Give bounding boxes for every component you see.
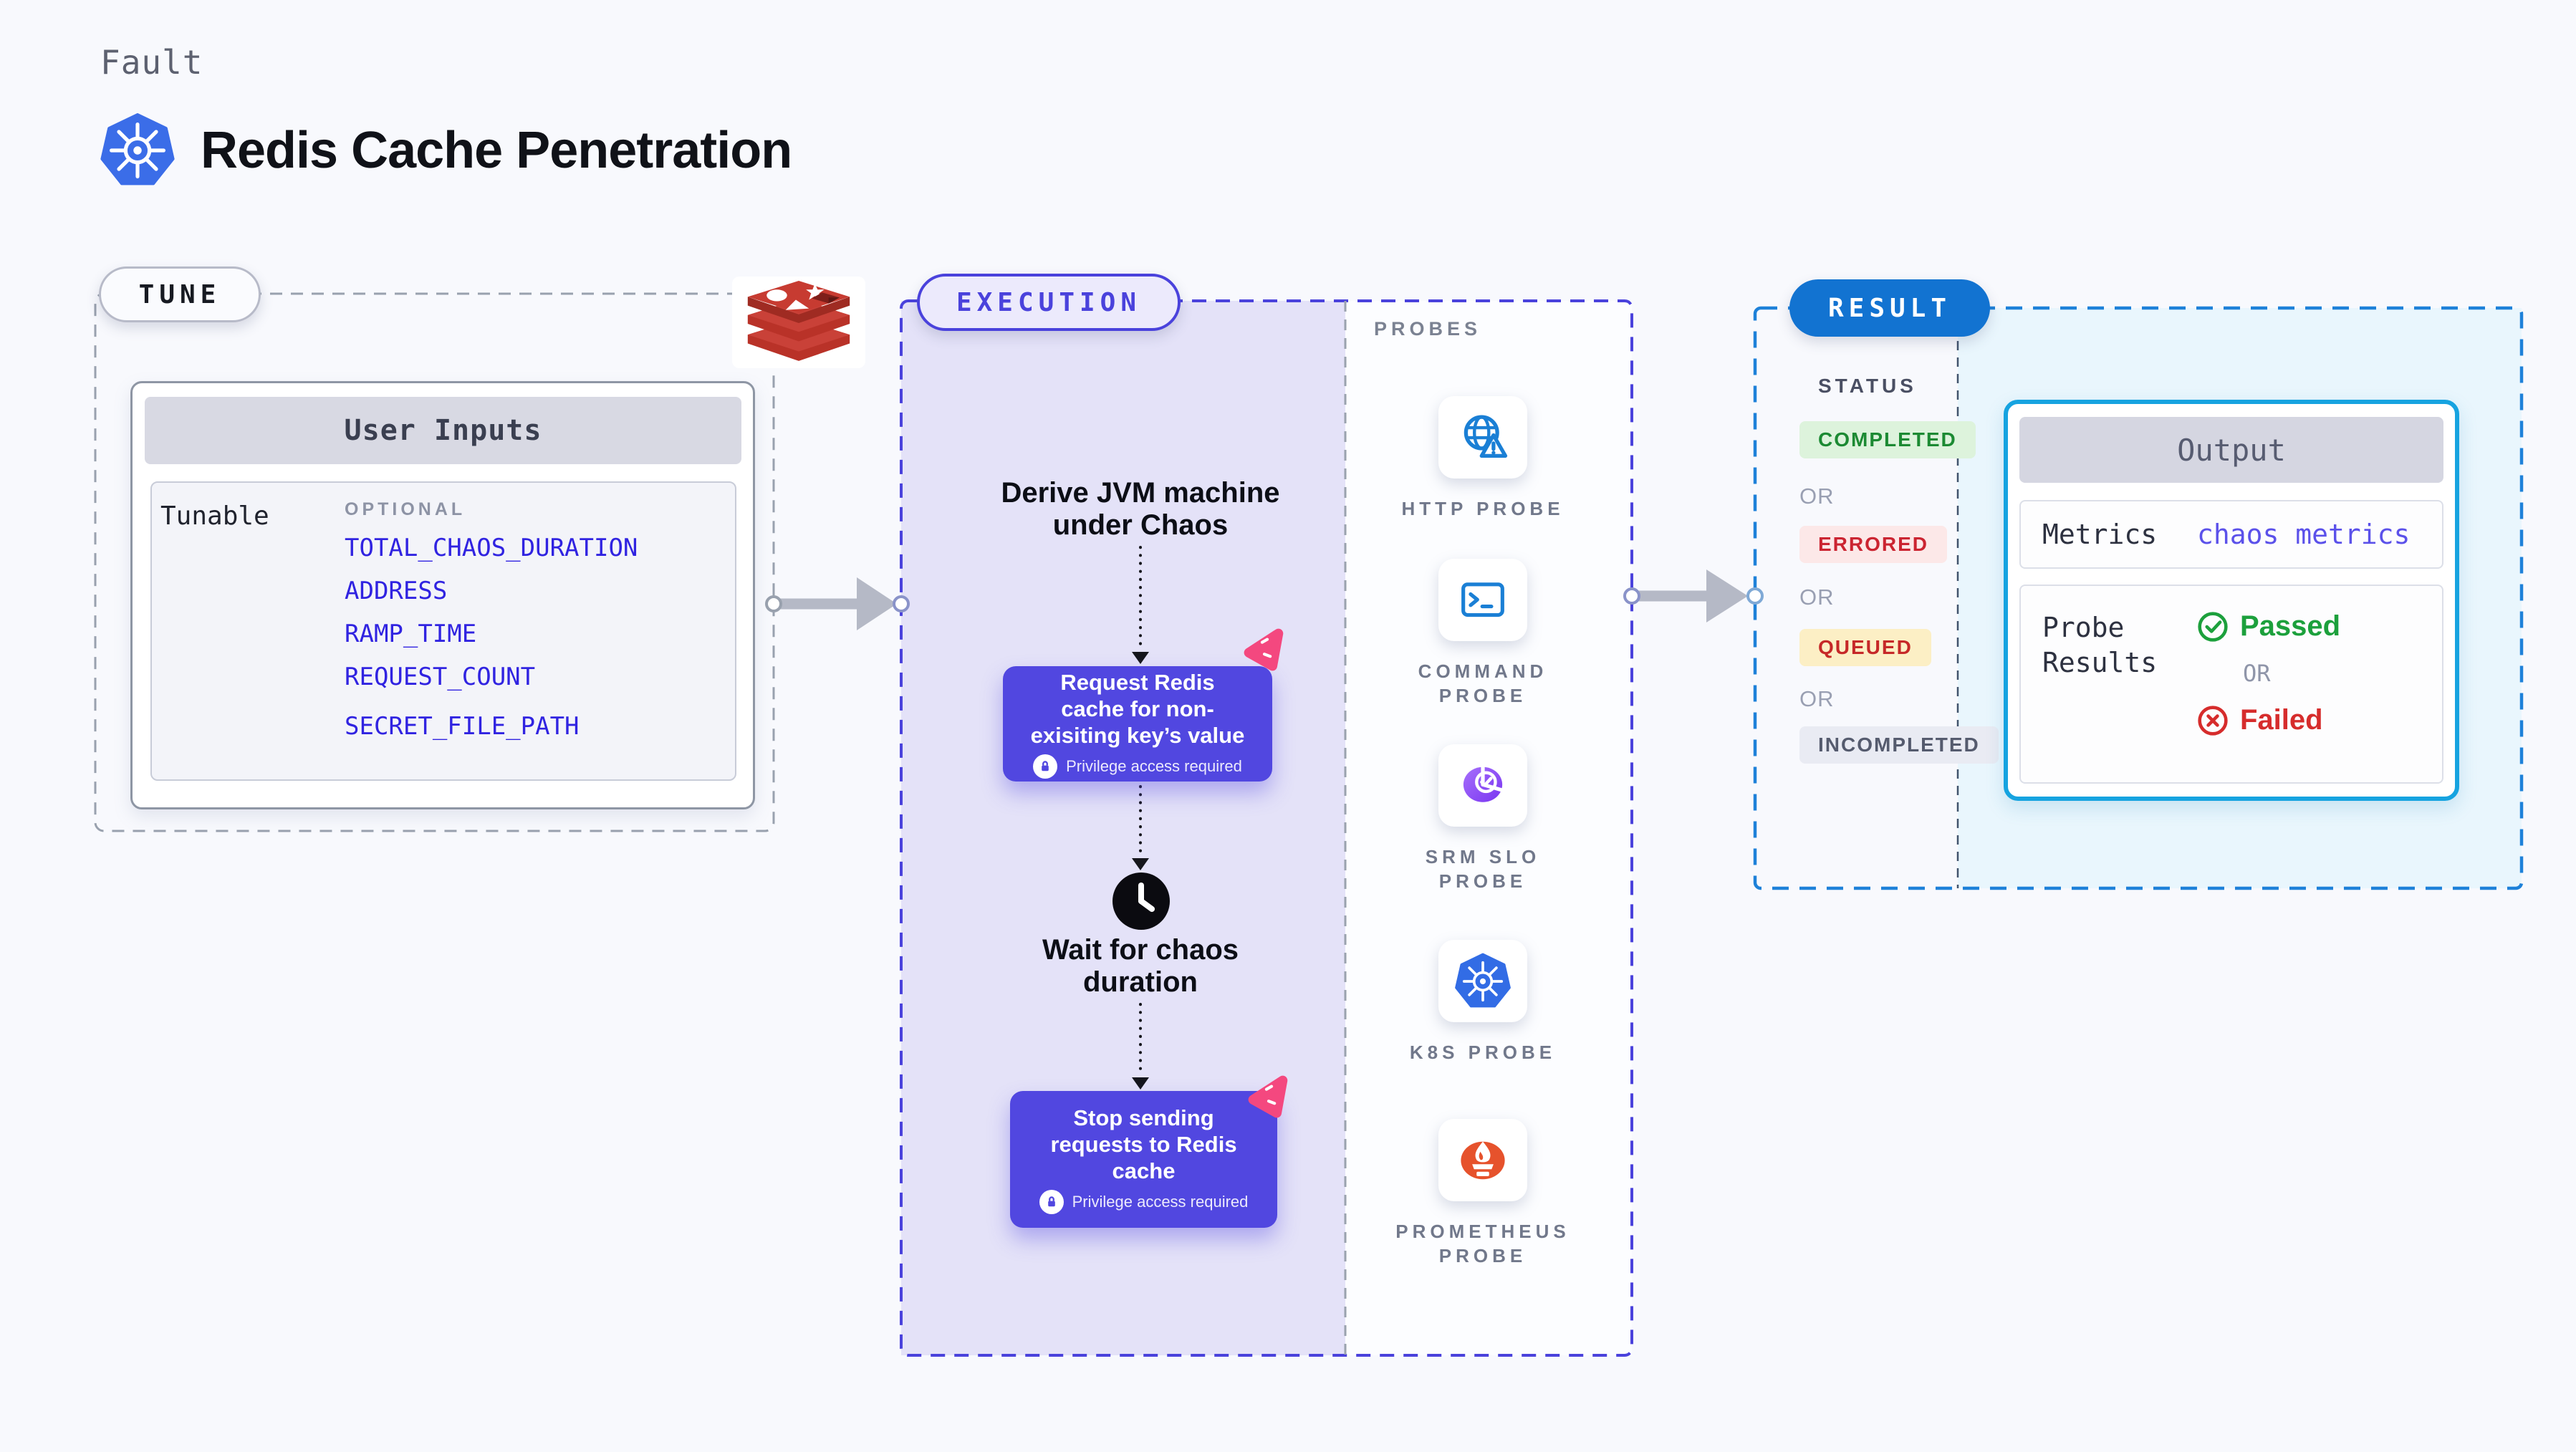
lock-icon	[1033, 754, 1058, 779]
privilege-row: Privilege access required	[1033, 754, 1242, 779]
probe-name: PROMETHEUS PROBE	[1395, 1221, 1570, 1266]
status-badge-errored: ERRORED	[1799, 526, 1948, 563]
chaos-icon	[1241, 626, 1289, 673]
arrow-tune-to-execution	[765, 577, 910, 630]
tune-dashed-border	[94, 292, 775, 832]
or-separator: OR	[2243, 660, 2271, 687]
probe-name: SRM SLO PROBE	[1425, 846, 1541, 892]
env-var-link[interactable]: SECRET_FILE_PATH	[345, 712, 580, 741]
status-badge-incompleted: INCOMPLETED	[1799, 726, 1999, 764]
env-var-list: TOTAL_CHAOS_DURATION ADDRESS RAMP_TIME R…	[345, 536, 638, 757]
redis-icon	[747, 281, 850, 361]
metrics-label: Metrics	[2042, 519, 2158, 550]
failed-label: Failed	[2240, 704, 2323, 736]
step-request-redis-cache: Request Redis cache for non- exisiting k…	[1003, 666, 1272, 782]
tunable-label: Tunable	[160, 501, 269, 531]
or-separator: OR	[1799, 585, 1835, 610]
derive-step-label: Derive JVM machine under Chaos	[1001, 477, 1280, 542]
env-var-link[interactable]: REQUEST_COUNT	[345, 663, 536, 691]
probe-item-srm-slo: SRM SLO PROBE	[1375, 744, 1590, 894]
probe-item-k8s: K8S PROBE	[1375, 940, 1590, 1065]
tunable-panel	[150, 481, 736, 781]
step-stop-requests: Stop sending requests to Redis cache Pri…	[1010, 1091, 1277, 1228]
srm-slo-probe-icon	[1438, 744, 1527, 827]
k8s-probe-icon	[1438, 940, 1527, 1022]
step-title: Stop sending requests to Redis cache	[1050, 1105, 1237, 1184]
probe-results-row: Probe Results Passed OR Failed	[2019, 585, 2443, 784]
privilege-label: Privilege access required	[1072, 1193, 1249, 1211]
clock-icon	[1111, 871, 1171, 931]
x-circle-icon	[2198, 705, 2228, 736]
command-probe-icon	[1438, 559, 1527, 641]
failed-row: Failed	[2197, 704, 2340, 736]
status-label: STATUS	[1818, 375, 1917, 397]
chaos-icon	[1245, 1073, 1294, 1120]
probe-item-command: COMMAND PROBE	[1375, 559, 1590, 708]
metrics-row: Metrics chaos metrics	[2019, 500, 2443, 569]
probe-item-http: HTTP PROBE	[1375, 396, 1590, 521]
env-var-link[interactable]: RAMP_TIME	[345, 620, 477, 648]
tune-badge: TUNE	[99, 266, 261, 322]
step-title: Request Redis cache for non- exisiting k…	[1030, 669, 1245, 749]
page-title: Redis Cache Penetration	[201, 122, 792, 179]
probe-name: K8S PROBE	[1409, 1042, 1557, 1063]
check-circle-icon	[2198, 611, 2228, 642]
prometheus-probe-icon	[1438, 1119, 1527, 1201]
probe-name: HTTP PROBE	[1401, 498, 1565, 519]
execution-badge: EXECUTION	[917, 274, 1181, 331]
privilege-row: Privilege access required	[1039, 1190, 1249, 1215]
status-badge-completed: COMPLETED	[1799, 421, 1976, 458]
flow-arrowheads	[1132, 652, 1149, 1090]
passed-row: Passed	[2197, 610, 2340, 643]
or-separator: OR	[1799, 484, 1835, 509]
http-probe-icon	[1438, 396, 1527, 479]
wait-step-label: Wait for chaos duration	[1042, 934, 1239, 999]
probe-results-label: Probe Results	[2042, 612, 2158, 679]
env-var-link[interactable]: TOTAL_CHAOS_DURATION	[345, 534, 638, 562]
or-separator: OR	[1799, 686, 1835, 711]
result-badge: RESULT	[1789, 279, 1990, 337]
privilege-label: Privilege access required	[1066, 757, 1242, 776]
user-inputs-header: User Inputs	[145, 397, 741, 464]
lock-icon	[1039, 1190, 1064, 1215]
chaos-metrics-link[interactable]: chaos metrics	[2197, 519, 2411, 550]
arrow-execution-to-result	[1623, 569, 1764, 622]
title-row: Redis Cache Penetration	[100, 113, 792, 188]
kubernetes-icon	[100, 113, 175, 188]
output-header: Output	[2019, 417, 2443, 483]
probe-item-prometheus: PROMETHEUS PROBE	[1375, 1119, 1590, 1269]
optional-label: OPTIONAL	[345, 499, 466, 519]
status-badge-queued: QUEUED	[1799, 629, 1931, 666]
passed-label: Passed	[2240, 610, 2341, 642]
result-dashed-border	[1753, 306, 2524, 890]
probe-name: COMMAND PROBE	[1418, 660, 1548, 706]
env-var-link[interactable]: ADDRESS	[345, 577, 448, 605]
probes-label: PROBES	[1374, 318, 1482, 340]
redis-logo	[732, 277, 865, 368]
execution-dashed-border	[900, 299, 1633, 1357]
fault-kicker: Fault	[100, 43, 203, 82]
